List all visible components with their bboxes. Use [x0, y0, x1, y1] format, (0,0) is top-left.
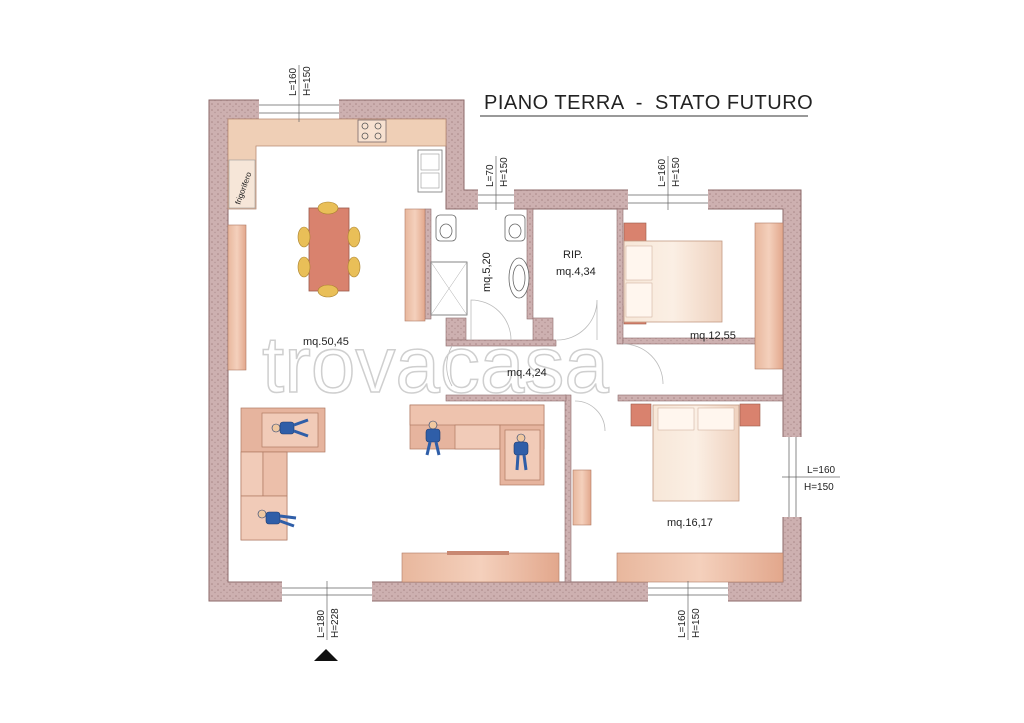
page-title: PIANO TERRA - STATO FUTURO	[484, 92, 813, 114]
chair	[347, 256, 361, 278]
opening-height: H=150	[691, 608, 702, 638]
room-name-storage: RIP.	[563, 249, 583, 261]
bedroom2-desk	[572, 469, 592, 526]
living-cabinet-left	[227, 224, 247, 371]
kitchen-counter	[227, 118, 447, 210]
room-area-bedroom2: mq.16,17	[667, 517, 713, 529]
room-area-living: mq.50,45	[303, 336, 349, 348]
room-area-hall: mq.4,24	[507, 367, 547, 379]
bedroom2-wardrobe	[616, 552, 784, 583]
sofas	[240, 404, 545, 541]
beds	[623, 222, 761, 502]
partition-bath-right	[526, 208, 534, 320]
partition-living-bed	[564, 394, 572, 583]
chair	[297, 226, 311, 248]
opening-width: L=160	[677, 609, 688, 638]
partition-bath-left	[424, 208, 432, 320]
bedroom2-nightstand	[630, 403, 652, 427]
dining-set	[297, 201, 361, 298]
bedroom2-nightstand	[739, 403, 761, 427]
entrance-arrow-icon	[314, 649, 338, 661]
chair	[317, 201, 339, 215]
bedroom1-wardrobe	[754, 222, 784, 370]
opening-labels: L=160 H=150 L=70 H=150 L=160 H=150 L=160…	[288, 65, 840, 640]
opening-width: L=160	[657, 158, 668, 187]
room-area-bedroom1: mq.12,55	[690, 330, 736, 342]
partition-hall-top	[445, 339, 557, 347]
opening-height: H=228	[330, 608, 341, 638]
chair	[347, 226, 361, 248]
opening-width: L=70	[485, 164, 496, 187]
fridge-box	[228, 159, 256, 209]
wardrobes	[227, 208, 784, 583]
partition-hall-living	[445, 394, 567, 402]
opening-height: H=150	[804, 482, 834, 493]
partition-storage-right	[616, 208, 624, 345]
partition-beds	[617, 394, 784, 402]
bathroom-fixtures	[430, 214, 530, 316]
opening-width: L=160	[807, 465, 836, 476]
people	[257, 418, 529, 528]
kitchen-sink	[417, 149, 443, 193]
doors	[446, 299, 664, 432]
bedroom1-nightstand	[623, 222, 647, 242]
opening-width: L=180	[316, 609, 327, 638]
tv-cabinet	[401, 552, 560, 583]
living-cabinet-mid	[404, 208, 426, 322]
opening-height: H=150	[499, 157, 510, 187]
opening-width: L=160	[288, 67, 299, 96]
room-area-storage: mq.4,34	[556, 266, 596, 278]
watermark: trovacasa	[262, 320, 609, 409]
opening-height: H=150	[671, 157, 682, 187]
cooktop	[357, 119, 387, 143]
room-labels: mq.50,45 mq.5,20 RIP. mq.4,34 mq.12,55 m…	[303, 249, 736, 529]
chair	[317, 284, 339, 298]
chair	[297, 256, 311, 278]
kitchen: frigorifero	[227, 118, 447, 210]
opening-height: H=150	[302, 66, 313, 96]
room-area-bath: mq.5,20	[481, 252, 493, 292]
dining-table	[308, 207, 350, 292]
